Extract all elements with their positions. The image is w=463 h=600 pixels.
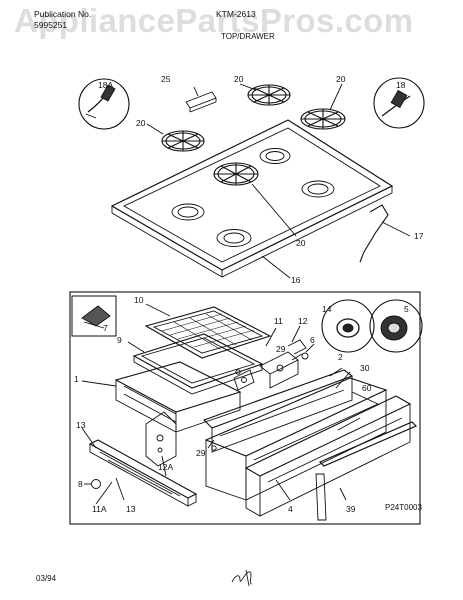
callout-18a: 18A [98,80,113,90]
burner-grate-top [247,84,291,106]
publication-label: Publication No. [34,9,92,19]
callout-39: 39 [346,504,356,514]
part-17-rod [359,204,389,263]
callout-6: 6 [310,335,315,345]
part-25-bracket [185,91,217,113]
drawer-section-frame [69,291,421,525]
drawer-back-panel [202,369,354,453]
callout-2: 2 [338,352,343,362]
burner-grate-right [300,108,346,130]
callout-20-left: 20 [136,118,146,128]
callout-14: 14 [322,304,332,314]
inset-18 [373,77,425,129]
hinge-assembly [233,339,307,391]
callout-1: 1 [74,374,79,384]
callout-13-top: 13 [76,420,86,430]
screws-29 [211,369,241,451]
figure-code: P24T0003 [385,503,422,512]
model-number: KTM-2613 [216,9,256,19]
roller-8 [84,479,101,489]
callout-9: 9 [117,335,122,345]
callout-4: 4 [288,504,293,514]
broiler-pan [132,333,264,395]
footer-date: 03/94 [36,574,57,583]
callout-20-front: 20 [296,238,306,248]
callout-17: 17 [414,231,424,241]
burner-grate-center [213,162,259,186]
callout-20-right: 20 [336,74,346,84]
burner-grate-left [161,130,205,152]
screw-6 [301,352,309,360]
callout-11: 11 [274,316,283,326]
callout-20-top: 20 [234,74,244,84]
inset-14 [321,299,375,353]
callout-12a: 12A [158,462,173,472]
section-title: TOP/DRAWER [221,32,275,41]
signature-mark [231,569,253,587]
publication-number: 5995251 [34,20,68,30]
callout-18: 18 [396,80,406,90]
callout-30: 30 [360,363,370,373]
inset-7 [71,295,117,337]
watermark: AppliancePartsPros.com [14,2,414,39]
callout-5: 5 [404,304,409,314]
callout-12: 12 [298,316,308,326]
inset-18a [78,78,130,130]
side-bracket-12a [145,411,177,467]
callout-60: 60 [362,383,372,393]
cooktop-panel [110,119,394,278]
callout-25: 25 [161,74,171,84]
callout-29-a: 29 [276,344,286,354]
callout-16: 16 [291,275,301,285]
drawer-rail [88,439,198,507]
callout-13-bottom: 13 [126,504,136,514]
drawer-body [114,361,242,433]
callout-11a: 11A [92,504,107,514]
callout-29-b: 29 [196,448,206,458]
trim-strip [315,421,418,521]
callout-8: 8 [78,479,83,489]
callout-10: 10 [134,295,144,305]
drawer-outer-front [244,395,412,517]
broiler-pan-insert [144,306,272,359]
callout-7: 7 [103,323,108,333]
inset-5 [369,299,423,353]
